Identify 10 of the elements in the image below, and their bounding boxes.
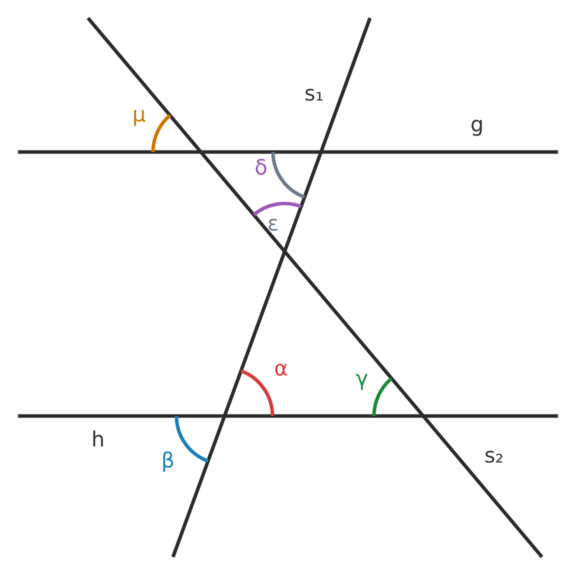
line-label: h (91, 430, 105, 450)
angle-label: μ (132, 104, 146, 126)
angle-label: γ (356, 368, 368, 390)
line-label: s₁ (304, 84, 324, 104)
line-label: g (470, 114, 484, 136)
line-label: s₂ (484, 446, 504, 466)
angle-label: β (161, 450, 175, 472)
angle-label: α (274, 358, 288, 380)
angle-label: δ (254, 158, 268, 178)
angle-label: ε (267, 214, 279, 234)
